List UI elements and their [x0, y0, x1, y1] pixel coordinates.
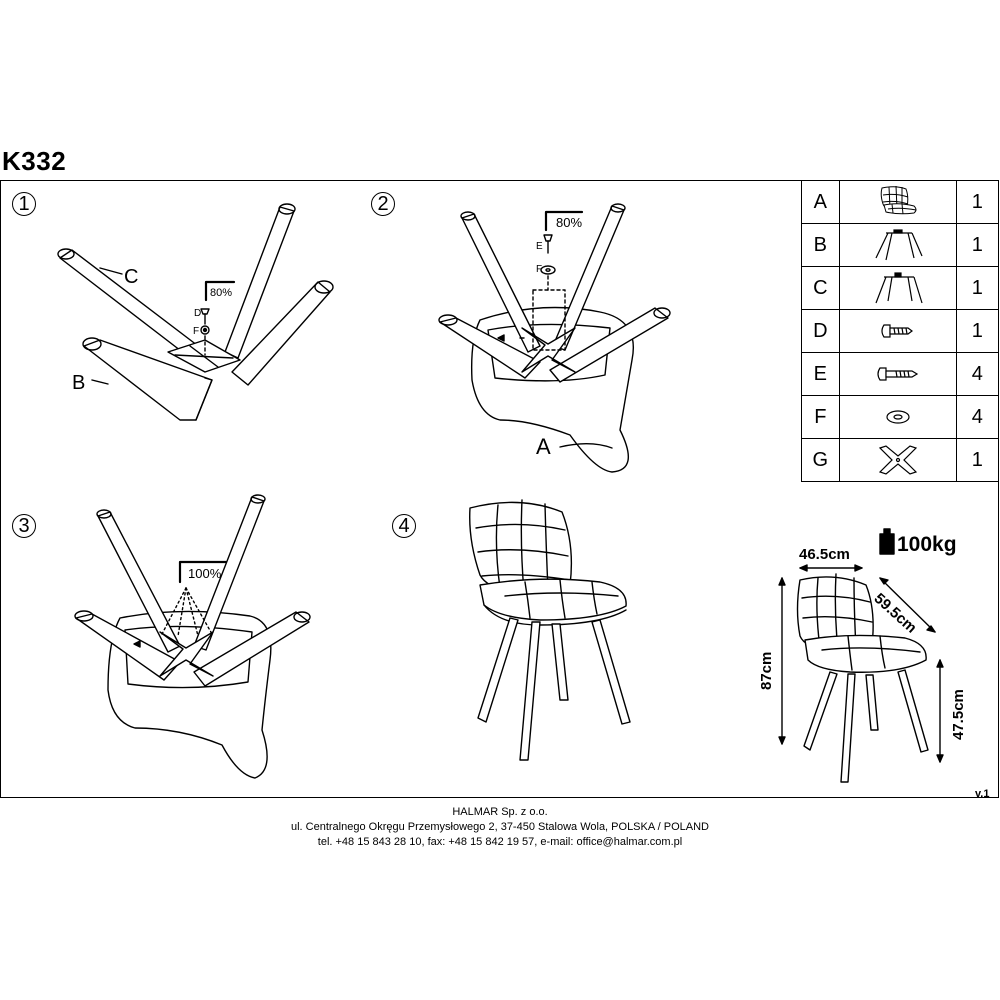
label-leg-b: B: [72, 372, 86, 394]
label-leg-c: C: [124, 266, 139, 288]
leg-frame-icon: [838, 266, 957, 310]
dimension-seat-height: 47.5cm: [950, 689, 967, 740]
cross-plate-icon: [838, 438, 957, 482]
part-letter: E: [801, 352, 840, 396]
dimension-drawing: [778, 564, 944, 783]
product-code: K332: [2, 146, 67, 176]
tighten-80-step2: 80%: [556, 215, 583, 230]
part-quantity: 1: [955, 438, 1000, 482]
part-quantity: 1: [955, 309, 1000, 353]
part-letter: C: [801, 266, 840, 310]
step4-drawing: [469, 499, 631, 761]
parts-list-table: A 1 B 1 C: [801, 180, 1000, 482]
step2-drawing: [438, 203, 671, 473]
dimension-height: 87cm: [758, 651, 775, 690]
part-quantity: 1: [955, 266, 1000, 310]
parts-row-a: A 1: [801, 180, 1000, 224]
max-load-label: 100kg: [897, 533, 957, 556]
part-letter: F: [801, 395, 840, 439]
parts-row-e: E 4: [801, 352, 1000, 396]
part-quantity: 4: [955, 352, 1000, 396]
parts-row-g: G 1: [801, 438, 1000, 482]
part-letter: A: [801, 180, 840, 224]
leg-frame-icon: [838, 223, 957, 267]
part-letter: G: [801, 438, 840, 482]
label-seat-a: A: [536, 434, 551, 459]
company-footer: HALMAR Sp. z o.o. ul. Centralnego Okręgu…: [0, 805, 1000, 850]
step3-drawing: [74, 494, 311, 779]
parts-row-b: B 1: [801, 223, 1000, 267]
part-quantity: 4: [955, 395, 1000, 439]
label-screw-d: D: [194, 308, 202, 319]
company-name: HALMAR Sp. z o.o.: [452, 806, 548, 818]
part-letter: B: [801, 223, 840, 267]
step-number-2: 2: [371, 192, 395, 216]
dimension-width: 46.5cm: [799, 546, 850, 563]
part-quantity: 1: [955, 180, 1000, 224]
company-address: ul. Centralnego Okręgu Przemysłowego 2, …: [290, 821, 709, 833]
parts-row-d: D 1: [801, 309, 1000, 353]
label-screw-e: E: [536, 241, 543, 252]
step-number-3: 3: [12, 514, 36, 538]
label-washer-f-step2: F: [536, 264, 543, 275]
label-washer-f: F: [193, 326, 200, 337]
tighten-80-step1: 80%: [210, 287, 233, 299]
washer-icon: [838, 395, 957, 439]
weight-icon: [879, 528, 895, 555]
version-label: v.1: [975, 788, 990, 800]
step1-drawing: [57, 203, 334, 421]
parts-row-f: F 4: [801, 395, 1000, 439]
seat-icon: [838, 180, 957, 224]
company-contact: tel. +48 15 843 28 10, fax: +48 15 842 1…: [317, 836, 683, 848]
short-screw-icon: [838, 309, 957, 353]
assembly-drawings: [57, 203, 944, 783]
long-screw-icon: [838, 352, 957, 396]
part-letter: D: [801, 309, 840, 353]
tighten-100-step3: 100%: [188, 566, 222, 581]
instruction-frame: [0, 180, 999, 798]
parts-row-c: C 1: [801, 266, 1000, 310]
step-number-1: 1: [12, 192, 36, 216]
step-number-4: 4: [392, 514, 416, 538]
part-quantity: 1: [955, 223, 1000, 267]
